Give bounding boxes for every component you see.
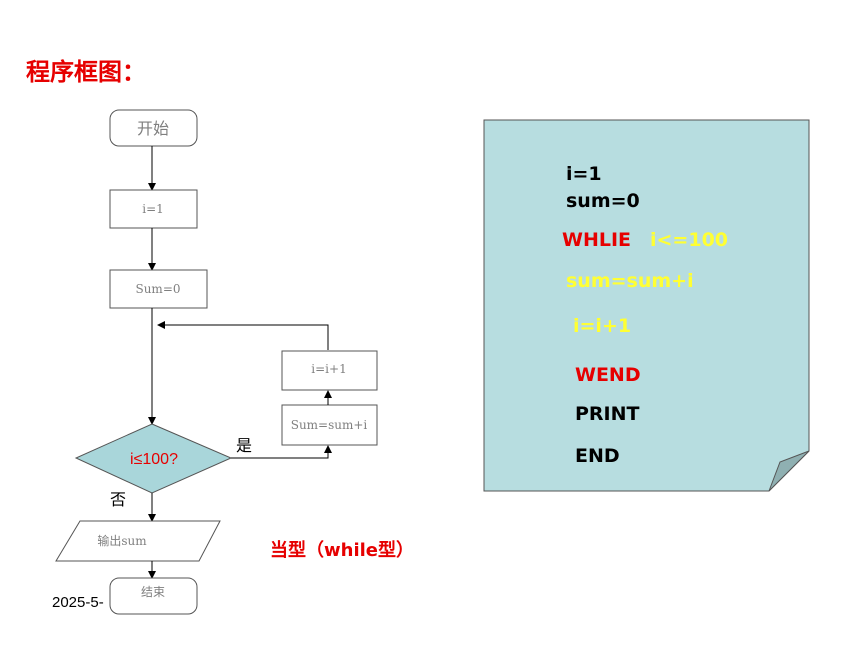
page-title: 程序框图： bbox=[26, 58, 146, 86]
arrow-yes-branch bbox=[231, 445, 332, 459]
end-terminator: 结束 bbox=[109, 577, 198, 615]
date-footer: 2025-5- bbox=[52, 594, 104, 611]
code-line-i: i=1 bbox=[566, 163, 602, 185]
code-print: PRINT bbox=[575, 403, 640, 425]
loop-inc-box: i=i+1 bbox=[281, 350, 378, 391]
init-sum-label: Sum=0 bbox=[135, 282, 180, 296]
code-line-sum: sum=0 bbox=[566, 190, 640, 212]
no-label: 否 bbox=[110, 490, 126, 509]
code-note: i=1 sum=0 WHLIE i<=100 sum=sum+i i=i+1 W… bbox=[483, 119, 810, 492]
yes-label: 是 bbox=[236, 436, 252, 455]
code-while-keyword: WHLIE bbox=[562, 229, 631, 251]
code-body-sum: sum=sum+i bbox=[566, 270, 694, 292]
end-label: 结束 bbox=[141, 585, 165, 599]
loop-inc-label: i=i+1 bbox=[311, 362, 346, 376]
init-sum-box: Sum=0 bbox=[109, 269, 208, 309]
code-end: END bbox=[575, 445, 620, 467]
init-i-label: i=1 bbox=[142, 202, 164, 216]
output-label: 输出sum bbox=[97, 533, 147, 548]
start-terminator: 开始 bbox=[109, 109, 198, 147]
start-label: 开始 bbox=[137, 119, 169, 138]
note-fold-corner bbox=[768, 450, 810, 492]
code-while-condition: i<=100 bbox=[650, 229, 728, 251]
loop-sum-box: Sum=sum+i bbox=[281, 404, 378, 446]
condition-label: i≤100? bbox=[130, 451, 178, 468]
loop-sum-label: Sum=sum+i bbox=[291, 418, 368, 432]
code-wend: WEND bbox=[575, 364, 641, 386]
loop-type-label: 当型（while型） bbox=[270, 540, 414, 561]
condition-diamond: i≤100? bbox=[74, 423, 233, 494]
output-parallelogram: 输出sum bbox=[55, 520, 221, 562]
code-body-inc: i=i+1 bbox=[573, 315, 631, 337]
loop-back-arrow bbox=[157, 321, 329, 350]
init-i-box: i=1 bbox=[109, 189, 198, 229]
